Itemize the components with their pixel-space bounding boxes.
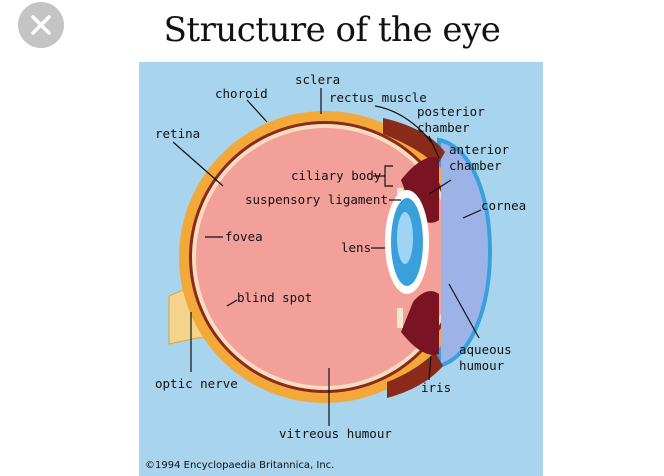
label-chamber-posterior: chamber [417,120,470,135]
leader-line [462,209,482,219]
leader-line [374,105,432,143]
label-fovea: fovea [225,229,263,244]
leader-line [246,99,268,123]
suspensory-ligament-bottom [397,308,403,328]
label-optic-nerve: optic nerve [155,376,238,391]
page-title: Structure of the eye [163,10,501,50]
rectus-muscle-top [383,118,445,166]
label-anterior: anterior [449,142,510,157]
label-ciliary-body: ciliary body [291,168,382,183]
label-vitreous-humour: vitreous humour [279,426,392,441]
copyright-text: ©1994 Encyclopaedia Britannica, Inc. [145,460,334,471]
leader-line [428,179,452,195]
label-sclera: sclera [295,72,340,87]
leader-line [172,141,224,187]
label-iris: iris [421,380,451,395]
leader-line [428,135,440,159]
label-chamber-anterior: chamber [449,158,502,173]
label-choroid: choroid [215,86,268,101]
label-cornea: cornea [481,198,526,213]
vitreous-interior [196,128,454,386]
label-blind-spot: blind spot [237,290,312,305]
close-button[interactable] [18,2,64,48]
leader-line [226,299,238,307]
leader-line [448,283,480,339]
label-retina: retina [155,126,200,141]
ciliary-body-bottom [401,291,439,356]
label-humour: humour [459,358,505,373]
diagram-shape [397,212,413,264]
rectus-muscle-bottom [387,352,443,398]
close-icon [31,15,51,35]
label-lens: lens [341,240,371,255]
leader-line [373,165,393,187]
ciliary-body-top [401,156,439,223]
label-rectus-muscle: rectus muscle [329,90,427,105]
label-aqueous: aqueous [459,342,512,357]
label-posterior: posterior [417,104,485,119]
eye-diagram: sclera choroid rectus muscle posterior c… [139,62,543,476]
leader-line [428,355,432,381]
label-suspensory-ligament: suspensory ligament [245,192,388,207]
diagram-shape [441,158,479,352]
